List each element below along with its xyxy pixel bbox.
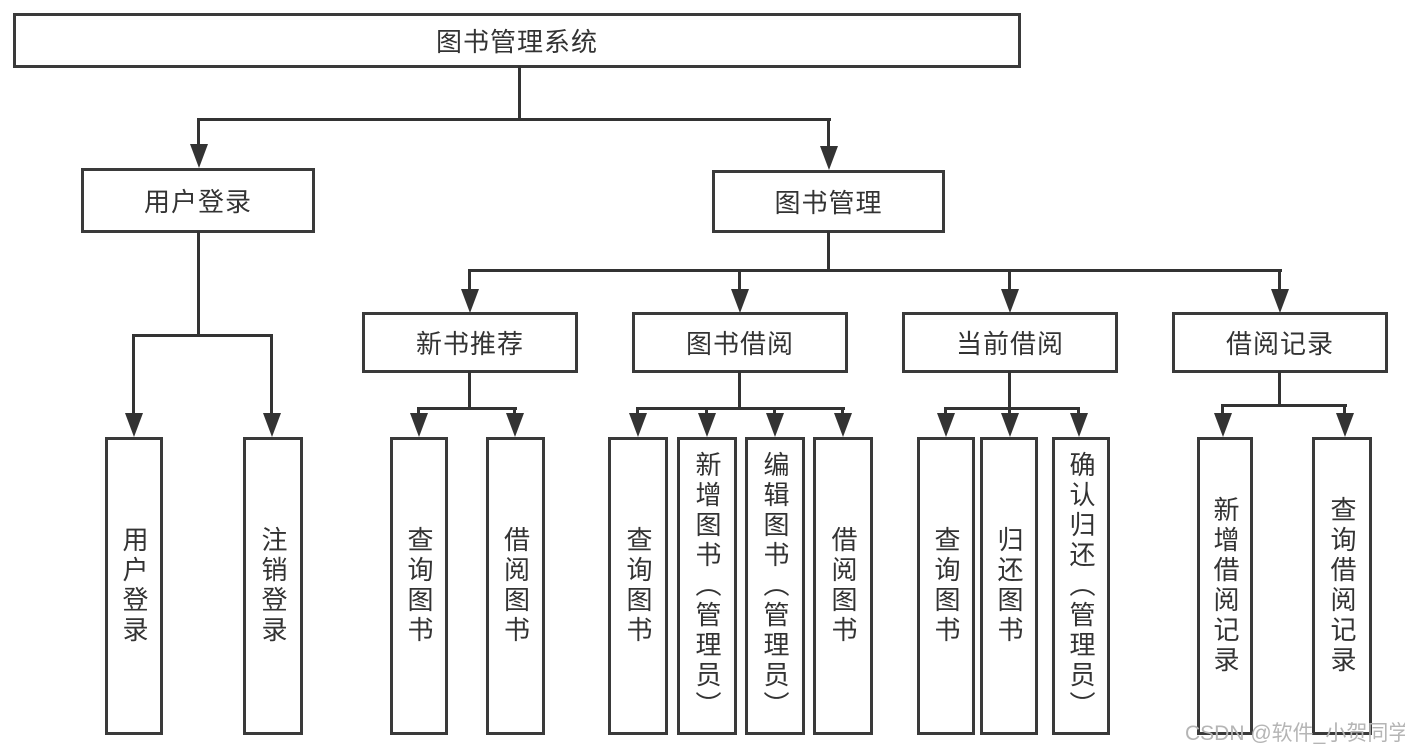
connector-br-leaf1-drop	[1221, 404, 1224, 417]
leaf-br-query-record-label: 查询借阅记录	[1327, 496, 1357, 676]
connector-current-hline	[944, 407, 1080, 410]
connector-login-leaf2-drop	[270, 334, 273, 416]
arrowhead-br-leaf2	[1336, 413, 1354, 437]
arrowhead-nb-leaf1	[410, 413, 428, 437]
connector-root-stem	[518, 66, 521, 120]
connector-borrow-stem	[738, 371, 741, 409]
arrowhead-newbook	[461, 289, 479, 313]
connector-records-hline	[1221, 404, 1347, 407]
connector-login-drop	[197, 118, 200, 146]
leaf-cb-query-books-label: 查询图书	[931, 526, 961, 646]
leaf-br-add-record-label: 新增借阅记录	[1210, 496, 1240, 676]
connector-cb-leaf3-drop	[1077, 407, 1080, 417]
node-root-label: 图书管理系统	[435, 27, 598, 57]
leaf-bb-edit-books-admin-label: 编辑图书（管理员）	[760, 451, 790, 721]
arrowhead-bb-leaf4	[834, 413, 852, 437]
connector-bb-leaf2-drop	[705, 407, 708, 417]
connector-mgmt-stem	[827, 231, 830, 272]
leaf-nb-query-books-label: 查询图书	[404, 526, 434, 646]
leaf-logout-label: 注销登录	[258, 526, 288, 646]
leaf-nb-query-books: 查询图书	[390, 437, 448, 735]
connector-current-drop	[1008, 269, 1011, 291]
arrowhead-login-leaf1	[125, 413, 143, 437]
node-new-book-rec-label: 新书推荐	[415, 329, 524, 359]
node-borrow-records-label: 借阅记录	[1225, 329, 1334, 359]
connector-mgmt-hline	[468, 269, 1282, 272]
connector-bb-leaf3-drop	[773, 407, 776, 417]
connector-cb-leaf1-drop	[944, 407, 947, 417]
leaf-nb-borrow-books: 借阅图书	[486, 437, 545, 735]
leaf-nb-borrow-books-label: 借阅图书	[500, 526, 531, 646]
leaf-bb-edit-books-admin: 编辑图书（管理员）	[745, 437, 805, 735]
arrowhead-bb-leaf2	[698, 413, 716, 437]
node-current-borrow: 当前借阅	[902, 312, 1118, 373]
connector-login-stem	[197, 231, 200, 336]
connector-current-stem	[1008, 371, 1011, 409]
node-book-mgmt-label: 图书管理	[774, 188, 883, 218]
leaf-user-login: 用户登录	[105, 437, 163, 735]
node-user-login-label: 用户登录	[143, 187, 252, 217]
arrowhead-current	[1001, 289, 1019, 313]
csdn-watermark: CSDN @软件_小贺同学	[1185, 722, 1405, 745]
node-new-book-rec: 新书推荐	[362, 312, 578, 373]
connector-bb-leaf4-drop	[841, 407, 844, 417]
arrowhead-bb-leaf1	[629, 413, 647, 437]
node-borrow-records: 借阅记录	[1172, 312, 1388, 373]
arrowhead-cb-leaf1	[937, 413, 955, 437]
node-book-borrow-label: 图书借阅	[685, 329, 794, 359]
leaf-br-query-record: 查询借阅记录	[1312, 437, 1372, 735]
connector-borrow-drop	[738, 269, 741, 291]
connector-newbook-drop	[468, 269, 471, 291]
connector-records-stem	[1278, 371, 1281, 407]
arrowhead-nb-leaf2	[506, 413, 524, 437]
arrowhead-records	[1271, 289, 1289, 313]
arrowhead-bb-leaf3	[766, 413, 784, 437]
arrowhead-br-leaf1	[1214, 413, 1232, 437]
leaf-logout: 注销登录	[243, 437, 303, 735]
arrowhead-login-leaf2	[263, 413, 281, 437]
leaf-user-login-label: 用户登录	[119, 526, 149, 646]
connector-bb-leaf1-drop	[636, 407, 639, 417]
arrowhead-borrow	[731, 289, 749, 313]
arrowhead-login	[190, 144, 208, 168]
leaf-cb-return-books: 归还图书	[980, 437, 1038, 735]
leaf-br-add-record: 新增借阅记录	[1197, 437, 1253, 735]
connector-nb-leaf2-drop	[513, 407, 516, 417]
node-current-borrow-label: 当前借阅	[955, 329, 1064, 359]
leaf-bb-borrow-books: 借阅图书	[813, 437, 873, 735]
leaf-bb-query-books: 查询图书	[608, 437, 668, 735]
node-book-borrow: 图书借阅	[632, 312, 848, 373]
leaf-bb-query-books-label: 查询图书	[623, 526, 653, 646]
connector-newbook-hline	[417, 407, 517, 410]
leaf-cb-confirm-return-admin: 确认归还（管理员）	[1052, 437, 1110, 735]
arrowhead-mgmt	[820, 146, 838, 170]
leaf-cb-return-books-label: 归还图书	[994, 526, 1024, 646]
leaf-bb-add-books-admin: 新增图书（管理员）	[677, 437, 737, 735]
connector-records-drop	[1278, 269, 1281, 291]
node-user-login: 用户登录	[81, 168, 315, 233]
connector-mgmt-drop	[827, 118, 830, 148]
connector-br-leaf2-drop	[1343, 404, 1346, 417]
node-root: 图书管理系统	[13, 13, 1021, 68]
node-book-mgmt: 图书管理	[712, 170, 945, 233]
connector-root-hline	[197, 118, 831, 121]
connector-login-hline	[132, 334, 273, 337]
connector-borrow-hline	[636, 407, 845, 410]
leaf-cb-confirm-return-admin-label: 确认归还（管理员）	[1066, 451, 1096, 721]
arrowhead-cb-leaf3	[1070, 413, 1088, 437]
connector-newbook-stem	[468, 371, 471, 409]
leaf-cb-query-books: 查询图书	[917, 437, 975, 735]
leaf-bb-add-books-admin-label: 新增图书（管理员）	[692, 451, 722, 721]
connector-cb-leaf2-drop	[1008, 407, 1011, 417]
leaf-bb-borrow-books-label: 借阅图书	[828, 526, 858, 646]
connector-nb-leaf1-drop	[417, 407, 420, 417]
connector-login-leaf1-drop	[132, 334, 135, 416]
arrowhead-cb-leaf2	[1001, 413, 1019, 437]
